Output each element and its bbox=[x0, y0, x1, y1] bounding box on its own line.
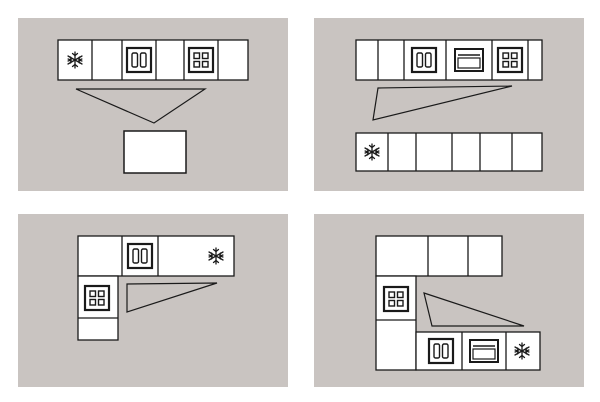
panel-u-shape bbox=[314, 214, 584, 387]
stove-icon bbox=[382, 285, 410, 313]
sink-icon bbox=[125, 46, 153, 74]
cabinet-row bbox=[77, 235, 235, 277]
panel-parallel bbox=[314, 18, 584, 191]
oven-icon bbox=[469, 339, 499, 363]
stove-icon bbox=[187, 46, 215, 74]
oven-icon bbox=[454, 48, 484, 72]
stove-icon bbox=[496, 46, 524, 74]
sink-icon bbox=[126, 242, 154, 270]
island bbox=[123, 130, 187, 174]
panel-galley-island bbox=[18, 18, 288, 191]
cabinet-row-bottom bbox=[355, 132, 543, 172]
work-triangle bbox=[372, 85, 513, 121]
work-triangle bbox=[423, 292, 525, 327]
cabinet-row-top bbox=[375, 235, 503, 277]
work-triangle bbox=[75, 88, 207, 124]
work-triangle bbox=[126, 282, 218, 313]
sink-icon bbox=[427, 337, 455, 365]
panel-l-shape bbox=[18, 214, 288, 387]
cabinet-row bbox=[57, 39, 249, 81]
stove-icon bbox=[83, 284, 111, 312]
sink-icon bbox=[410, 46, 438, 74]
